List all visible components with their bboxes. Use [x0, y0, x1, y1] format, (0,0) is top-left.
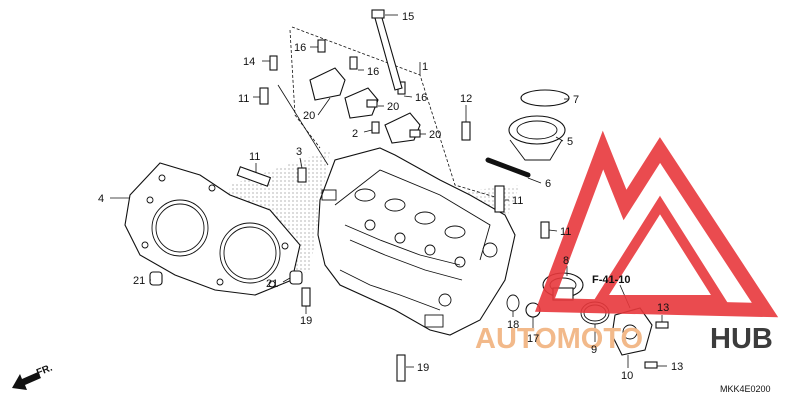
callout-18: 18 [507, 319, 519, 331]
callout-1: 1 [422, 61, 428, 73]
callout-16: 16 [367, 66, 379, 78]
callout-17: 17 [527, 333, 539, 345]
camshaft-holders [309, 39, 421, 144]
callout-7: 7 [573, 94, 579, 106]
bolt [655, 321, 669, 329]
dowel [297, 167, 307, 183]
sensor [461, 121, 471, 141]
callout-15: 15 [402, 11, 414, 23]
callout-11: 11 [238, 93, 249, 105]
callout-11: 11 [249, 151, 260, 163]
stud [396, 354, 406, 382]
intake-insulator [508, 115, 566, 161]
callout-6: 6 [545, 178, 551, 190]
callout-11: 11 [512, 195, 523, 207]
callout-14: 14 [243, 56, 255, 68]
head-bolt-long [371, 9, 403, 91]
callout-20: 20 [429, 129, 441, 141]
reference-label: F-41-10 [592, 274, 631, 286]
callout-2: 2 [352, 128, 358, 140]
spark-plug [236, 87, 550, 239]
stud [301, 287, 311, 307]
frame-line [289, 29, 321, 149]
callout-3: 3 [296, 146, 302, 158]
washer [506, 294, 520, 312]
frame-line [277, 84, 329, 166]
callout-13: 13 [671, 361, 683, 373]
callout-4: 4 [98, 193, 104, 205]
callout-16: 16 [294, 42, 306, 54]
front-marker: FR. [35, 362, 54, 378]
callout-5: 5 [567, 136, 573, 148]
bolt [269, 55, 278, 71]
pin [485, 157, 531, 178]
dowel-pin [289, 270, 303, 285]
callout-16: 16 [415, 92, 427, 104]
dowel-pin [149, 271, 163, 286]
callout-8: 8 [563, 255, 569, 267]
watermark-text-2: HUB [710, 323, 773, 355]
callout-19: 19 [300, 315, 312, 327]
cylinder-head [317, 147, 516, 336]
callout-12: 12 [460, 93, 472, 105]
watermark-text-1: AUTOMOTO [475, 323, 643, 355]
callout-20: 20 [303, 110, 315, 122]
callout-21: 21 [266, 278, 278, 290]
callout-9: 9 [591, 344, 597, 356]
callout-20: 20 [387, 101, 399, 113]
callout-10: 10 [621, 370, 633, 382]
callout-21: 21 [133, 275, 145, 287]
callout-19: 19 [417, 362, 429, 374]
cylinder-head-gasket [124, 162, 301, 296]
watermark-logo [534, 130, 779, 318]
band-clamp [520, 89, 570, 107]
diagram-code: MKK4E0200 [720, 384, 771, 394]
bolt [644, 361, 658, 369]
callout-11: 11 [560, 226, 571, 238]
callout-13: 13 [657, 302, 669, 314]
front-arrow-icon [12, 372, 41, 390]
